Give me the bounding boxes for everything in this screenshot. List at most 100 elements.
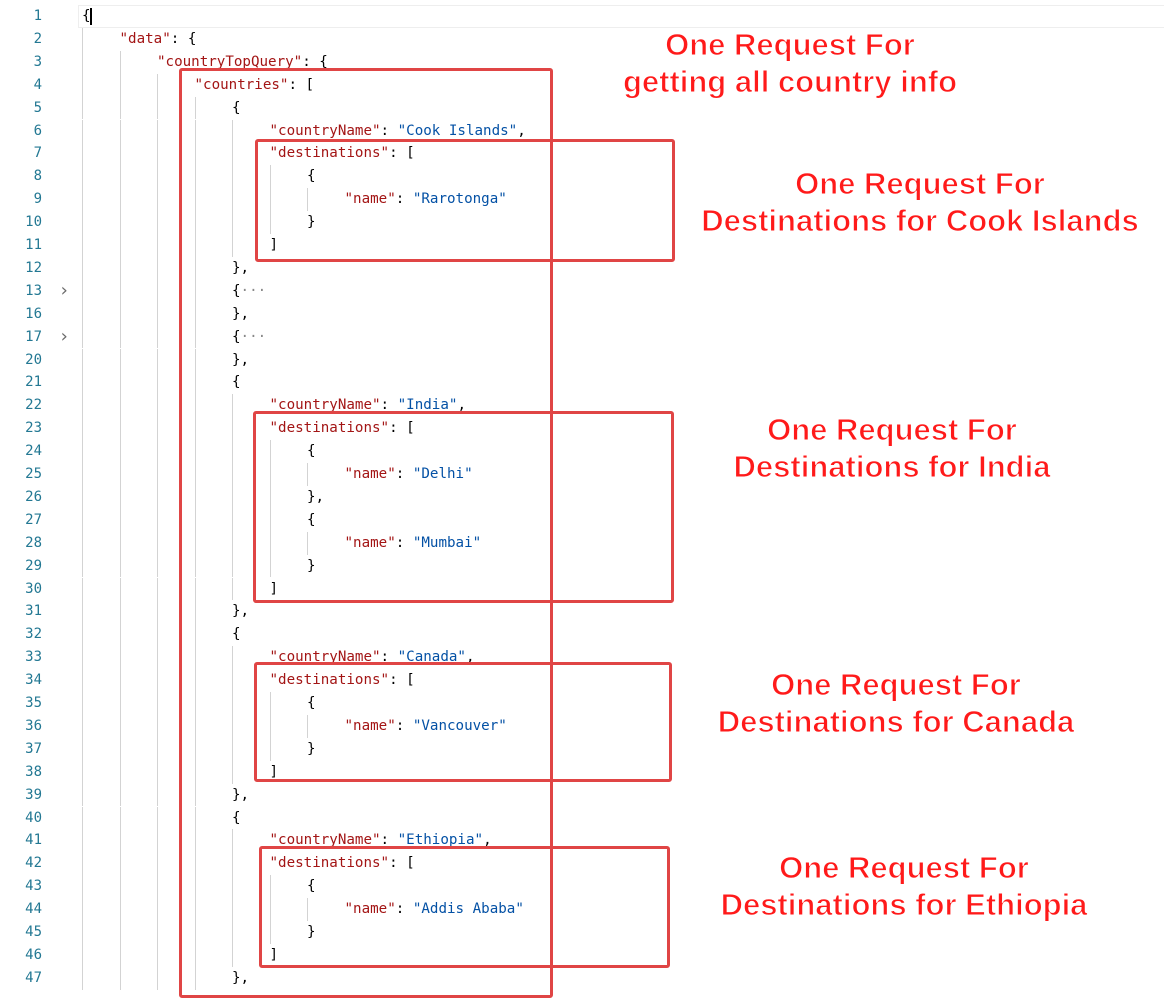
editor-line[interactable]: 10}: [0, 211, 1164, 234]
indent-guide: [82, 829, 83, 853]
editor-line[interactable]: 26},: [0, 485, 1164, 509]
line-number: 1: [33, 8, 42, 24]
code-text: ]: [270, 944, 279, 967]
editor-line[interactable]: 6"countryName": "Cook Islands",: [0, 119, 1164, 143]
editor-line[interactable]: 37}: [0, 737, 1164, 761]
editor-line[interactable]: 28"name": "Mumbai": [0, 531, 1164, 555]
editor-line[interactable]: 13›{···: [0, 279, 1164, 303]
indent-guide: [232, 760, 233, 784]
indent-guide: [119, 73, 121, 97]
editor-line[interactable]: 2"data": {: [0, 27, 1164, 51]
json-punctuation: :: [380, 832, 398, 849]
editor-line[interactable]: 27{: [0, 508, 1164, 532]
indent-guide: [232, 211, 233, 234]
editor-line[interactable]: 8{: [0, 165, 1164, 189]
fold-chevron-icon[interactable]: ›: [58, 279, 70, 301]
indent-guide: [269, 737, 271, 761]
editor-line[interactable]: 34"destinations": [: [0, 669, 1164, 692]
indent-guide: [269, 875, 271, 899]
json-key: "countryName": [269, 649, 381, 666]
editor-line[interactable]: 44"name": "Addis Ababa": [0, 898, 1164, 921]
editor-line[interactable]: 31},: [0, 600, 1164, 624]
editor-line[interactable]: 1{: [0, 5, 1164, 28]
json-punctuation: :: [395, 466, 413, 482]
indent-guide: [157, 440, 158, 463]
line-number: 33: [25, 649, 42, 666]
line-number: 12: [25, 259, 42, 276]
indent-guide: [82, 234, 83, 257]
editor-line[interactable]: 25"name": "Delhi": [0, 463, 1164, 486]
code-text: {: [232, 371, 241, 394]
editor-line[interactable]: 3"countryTopQuery": {: [0, 50, 1164, 74]
editor-line[interactable]: 40{: [0, 806, 1164, 830]
indent-guide: [194, 600, 196, 624]
editor-line[interactable]: 5{: [0, 96, 1164, 120]
editor-line[interactable]: 9"name": "Rarotonga": [0, 188, 1164, 212]
indent-guide: [157, 600, 158, 624]
indent-guide: [194, 692, 196, 715]
code-text: {···: [232, 326, 266, 349]
indent-guide: [194, 165, 196, 189]
indent-guide: [194, 348, 196, 372]
editor-line[interactable]: 17›{···: [0, 325, 1164, 349]
indent-guide: [232, 646, 233, 670]
json-string: "India": [397, 397, 458, 414]
json-key: "destinations": [269, 672, 390, 689]
india-annotation-line1: One Request For: [767, 412, 1018, 448]
indent-guide: [232, 463, 233, 486]
editor-line[interactable]: 38]: [0, 760, 1164, 784]
editor-line[interactable]: 35{: [0, 692, 1164, 715]
json-punctuation: {: [307, 695, 316, 711]
indent-guide: [82, 119, 83, 143]
indent-guide: [269, 188, 271, 212]
editor-line[interactable]: 23"destinations": [: [0, 417, 1164, 441]
editor-line[interactable]: 20},: [0, 348, 1164, 372]
indent-guide: [232, 165, 233, 189]
editor-line[interactable]: 24{: [0, 440, 1164, 463]
code-text: "name": "Rarotonga": [345, 188, 507, 211]
indent-guide: [232, 554, 233, 578]
editor-line[interactable]: 22"countryName": "India",: [0, 394, 1164, 418]
editor-line[interactable]: 33"countryName": "Canada",: [0, 646, 1164, 670]
indent-guide: [157, 256, 158, 280]
line-number: 11: [25, 237, 42, 253]
editor-line[interactable]: 30]: [0, 577, 1164, 601]
code-text: ]: [270, 578, 279, 601]
editor-line[interactable]: 45}: [0, 921, 1164, 944]
json-punctuation: ]: [269, 580, 279, 597]
editor-line[interactable]: 7"destinations": [: [0, 142, 1164, 166]
json-punctuation: {: [82, 8, 91, 24]
indent-guide: [119, 508, 121, 532]
editor-line[interactable]: 21{: [0, 371, 1164, 395]
editor-line[interactable]: 47},: [0, 966, 1164, 990]
editor-line[interactable]: 36"name": "Vancouver": [0, 714, 1164, 738]
json-punctuation: : {: [170, 30, 197, 47]
ethiopia-destinations-box: [259, 846, 670, 968]
editor-line[interactable]: 43{: [0, 875, 1164, 899]
json-punctuation: ]: [269, 763, 279, 780]
editor-line[interactable]: 41"countryName": "Ethiopia",: [0, 829, 1164, 853]
json-punctuation: {: [232, 282, 241, 299]
indent-guide: [269, 463, 271, 486]
indent-guide: [157, 463, 158, 486]
editor-line[interactable]: 16},: [0, 302, 1164, 326]
editor-line[interactable]: 42"destinations": [: [0, 852, 1164, 876]
editor-line[interactable]: 39},: [0, 783, 1164, 807]
indent-guide: [194, 302, 196, 326]
editor-line[interactable]: 32{: [0, 623, 1164, 647]
editor-line[interactable]: 11]: [0, 234, 1164, 257]
json-key: "countryName": [269, 397, 381, 414]
indent-guide: [82, 142, 83, 166]
code-line-area[interactable]: [78, 5, 1164, 28]
indent-guide: [119, 898, 121, 921]
indent-guide: [157, 943, 158, 967]
indent-guide: [82, 852, 83, 876]
editor-line[interactable]: 46]: [0, 943, 1164, 967]
editor-line[interactable]: 12},: [0, 256, 1164, 280]
indent-guide: [82, 508, 83, 532]
editor-line[interactable]: 29}: [0, 554, 1164, 578]
fold-chevron-icon[interactable]: ›: [58, 325, 70, 347]
editor-line[interactable]: 4"countries": [: [0, 73, 1164, 97]
indent-guide: [82, 50, 83, 74]
